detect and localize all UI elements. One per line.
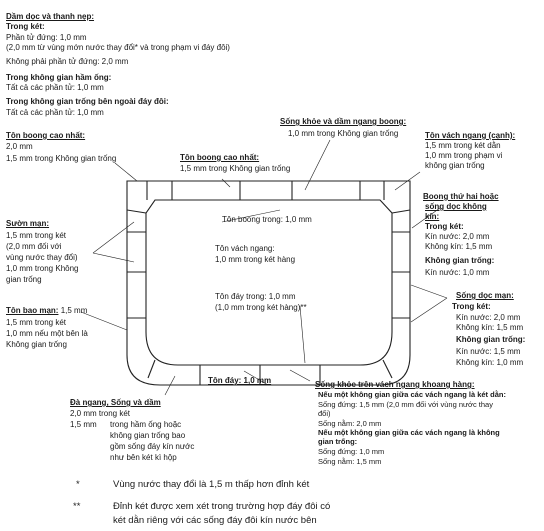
pipe-tunnel-title: Trong không gian hầm ống: bbox=[6, 73, 112, 82]
side-frame-line2: (2,0 mm đối với bbox=[6, 242, 62, 251]
bulkhead-edge-title: Tôn vách ngang (cạnh): bbox=[425, 131, 516, 140]
second-deck-title2: sống dọc không bbox=[425, 202, 487, 211]
side-shell-value: 1,5 mm bbox=[60, 306, 88, 315]
strength-deck-left-title: Tôn boong cao nhất: bbox=[6, 131, 86, 140]
side-frame-line5: gian trống bbox=[6, 275, 42, 284]
bulkhead-edge-line3: không gian trống bbox=[425, 161, 485, 170]
second-deck-non-tight: Không kín: 1,5 mm bbox=[425, 242, 493, 251]
second-deck-watertight-2: Kín nước: 1,0 mm bbox=[425, 268, 490, 277]
footnote-2-mark: ** bbox=[73, 501, 81, 512]
side-frame-line1: 1,5 mm trong két bbox=[6, 231, 67, 240]
second-deck-watertight: Kín nước: 2,0 mm bbox=[425, 232, 490, 241]
floor-line2-text: trong hầm ống hoặc bbox=[110, 420, 182, 429]
bulkhead-edge-line2: 1,0 mm trong phạm vi bbox=[425, 151, 503, 160]
footnote-1-text: Vùng nước thay đổi là 1,5 m thấp hơn đỉn… bbox=[113, 479, 310, 490]
in-tank-line2: (2,0 mm từ vùng mớn nước thay đổi* và tr… bbox=[6, 43, 230, 52]
inner-bottom-title: Tôn đáy trong: 1,0 mm bbox=[215, 292, 296, 301]
in-tank-line3: Không phải phần tử đứng: 2,0 mm bbox=[6, 57, 129, 66]
void-outside-db-line: Tất cả các phần tử: 1,0 mm bbox=[6, 108, 104, 117]
strength-deck-center-title: Tôn boong cao nhất: bbox=[180, 153, 260, 162]
side-shell-title: Tôn bao mạn: bbox=[6, 306, 59, 315]
in-tank-line1: Phần tử đứng: 1,0 mm bbox=[6, 33, 87, 42]
footnote-1-mark: * bbox=[76, 479, 80, 490]
bottom-plating-label: Tôn đáy: 1,0 mm bbox=[208, 376, 272, 385]
side-shell-line2: 1,0 mm nếu một bên là bbox=[6, 329, 88, 338]
side-frame-line4: 1,0 mm trong Không bbox=[6, 264, 79, 273]
inner-hull-outline bbox=[145, 199, 393, 366]
footnote-2-text2: két dằn riêng với các sống đáy đôi kín n… bbox=[113, 515, 317, 526]
side-shell-line3: Không gian trống bbox=[6, 340, 67, 349]
bulkhead-web-l3: Sống nằm: 2,0 mm bbox=[318, 419, 382, 428]
side-shell-title-row: Tôn bao mạn: 1,5 mm bbox=[6, 306, 87, 316]
bulkhead-web-sub1: Nếu một không gian giữa các vách ngang l… bbox=[318, 390, 506, 399]
side-stringer-non-tight: Không kín: 1,5 mm bbox=[456, 323, 524, 332]
inner-bulkhead-line: 1,0 mm trong két hàng bbox=[215, 255, 296, 264]
bottom-plating-row: Tôn đáy: 1,0 mm bbox=[208, 376, 271, 386]
floor-title: Đà ngang, Sống và dầm bbox=[70, 398, 161, 407]
footnote-2-text: Đỉnh két được xem xét trong trường hợp đ… bbox=[113, 501, 331, 512]
bulkhead-web-sub2: Nếu một không gian giữa các vách ngang l… bbox=[318, 428, 500, 437]
void-outside-db-title: Trong không gian trống bên ngoài đáy đôi… bbox=[6, 97, 169, 106]
outer-hull-outline bbox=[126, 180, 411, 386]
second-deck-sub1: Trong két: bbox=[425, 222, 464, 231]
side-stringer-non-tight-2: Không kín: 1,0 mm bbox=[456, 358, 524, 367]
bulkhead-web-title: Sống khỏe trên vách ngang khoang hàng: bbox=[315, 380, 475, 389]
floor-line5: như bên két kì hộp bbox=[110, 453, 177, 462]
second-deck-sub2: Không gian trống: bbox=[425, 256, 495, 265]
stiffeners-heading: Dầm dọc và thanh nẹp: bbox=[6, 12, 95, 21]
second-deck-title1: Boong thứ hai hoặc bbox=[423, 192, 499, 201]
side-shell-line1: 1,5 mm trong két bbox=[6, 318, 67, 327]
side-frame-title: Sườn mạn: bbox=[6, 219, 50, 228]
inner-bulkhead-title: Tôn vách ngang: bbox=[215, 244, 275, 253]
deck-girder-title: Sống khỏe và dầm ngang boong: bbox=[280, 117, 407, 126]
inner-bottom-line: (1,0 mm trong két hàng)** bbox=[215, 303, 307, 312]
deck-girder-line1: 1,0 mm trong Không gian trống bbox=[288, 129, 399, 138]
side-stringer-sub2: Không gian trống: bbox=[456, 335, 526, 344]
bulkhead-web-sub2b: gian trống: bbox=[318, 437, 358, 446]
second-deck-title3: kín: bbox=[425, 212, 440, 221]
strength-deck-center-line1: 1,5 mm trong Không gian trống bbox=[180, 164, 291, 173]
floor-line2-value: 1,5 mm bbox=[70, 420, 97, 429]
floor-line3: không gian trống bao bbox=[110, 431, 186, 440]
side-stringer-sub1: Trong két: bbox=[452, 302, 491, 311]
side-stringer-watertight: Kín nước: 2,0 mm bbox=[456, 313, 521, 322]
inner-deck-label: Tôn boong trong: 1,0 mm bbox=[222, 215, 312, 224]
side-frame-line3: vùng nước thay đổi) bbox=[6, 253, 78, 262]
side-stringer-title: Sống dọc mạn: bbox=[456, 291, 514, 300]
bulkhead-web-l4: Sống đứng: 1,0 mm bbox=[318, 447, 385, 456]
in-tank-title: Trong két: bbox=[6, 22, 45, 31]
floor-line4: gồm sống đáy kín nước bbox=[110, 442, 195, 451]
bulkhead-web-l1: Sống đứng: 1,5 mm (2,0 mm đối với vùng n… bbox=[318, 400, 493, 409]
floor-line1: 2,0 mm trong két bbox=[70, 409, 131, 418]
bulkhead-edge-line1: 1,5 mm trong két dằn bbox=[425, 141, 501, 150]
strength-deck-left-line1: 2,0 mm bbox=[6, 142, 33, 151]
side-stringer-watertight-2: Kín nước: 1,5 mm bbox=[456, 347, 521, 356]
bulkhead-web-l2: đổi) bbox=[318, 409, 331, 418]
strength-deck-left-line2: 1,5 mm trong Không gian trống bbox=[6, 154, 117, 163]
bulkhead-web-l5: Sống nằm: 1,5 mm bbox=[318, 457, 382, 466]
pipe-tunnel-line: Tất cả các phần tử: 1,0 mm bbox=[6, 83, 104, 92]
